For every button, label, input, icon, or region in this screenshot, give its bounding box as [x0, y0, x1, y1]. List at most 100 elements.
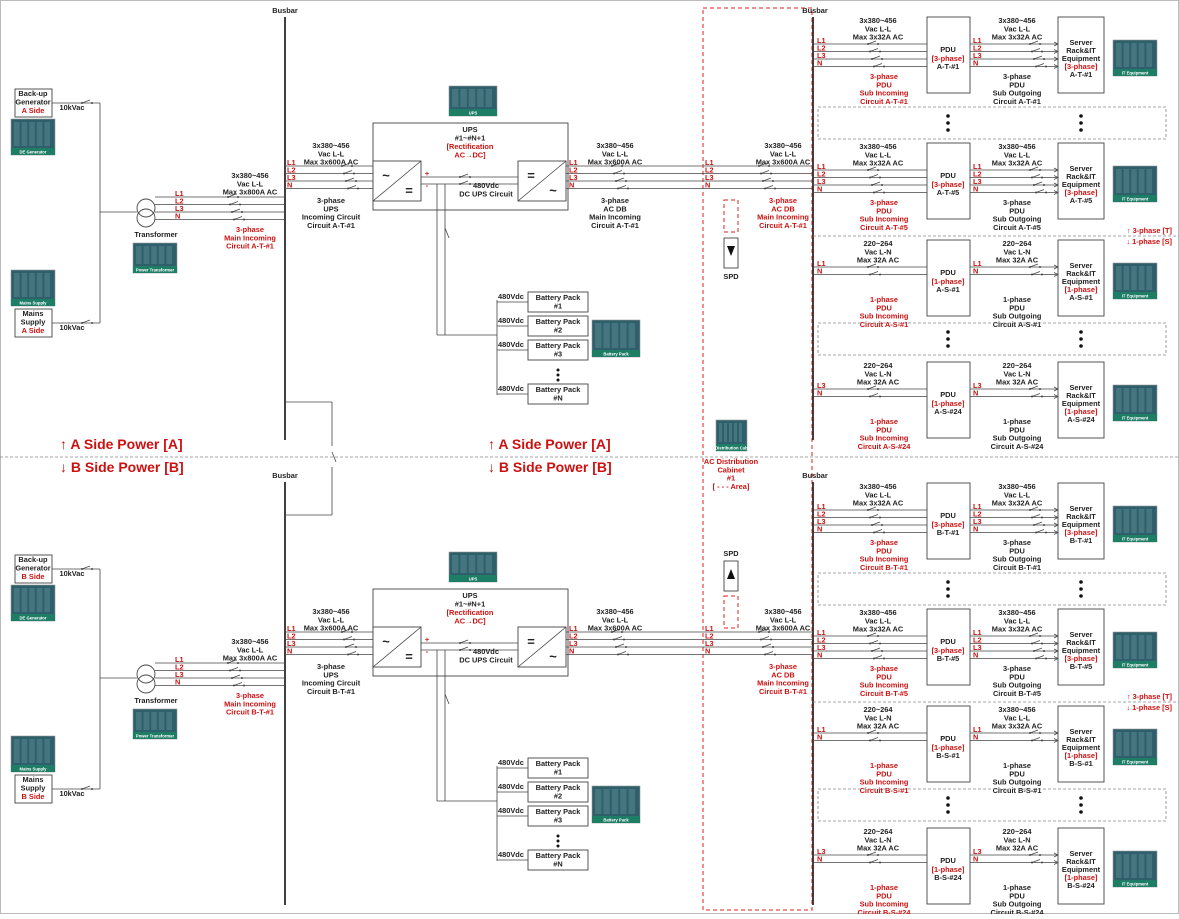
pdu-out-switch — [1029, 851, 1039, 856]
it-equipment-photo-detail — [1116, 732, 1122, 756]
spd-label: SPD — [723, 549, 739, 558]
cabinet-label: [ - - - Area] — [713, 482, 750, 491]
phase-label: N — [973, 733, 978, 742]
pdu-out-circuit: 1-phase — [1003, 883, 1031, 892]
it-equipment-photo-caption: IT Equipment — [1122, 293, 1149, 298]
it-equipment-photo-detail — [1146, 169, 1152, 193]
phase-label: L1 — [973, 36, 982, 45]
pdu-in-switch — [877, 266, 879, 268]
pdu-in-circuit: Sub Incoming — [860, 555, 909, 564]
it-equipment-photo-detail — [1146, 732, 1152, 756]
inverter-dc-symbol: = — [527, 634, 535, 649]
phase-label: N — [973, 651, 978, 660]
pdu-in-circuit: PDU — [876, 546, 892, 555]
ups-in-circuit: Circuit B-T-#1 — [307, 687, 355, 696]
ups-in-circuit: UPS — [323, 670, 338, 679]
it-equipment-photo-detail — [1131, 388, 1137, 412]
spd-switches — [723, 199, 739, 233]
phase-label: L3 — [175, 204, 184, 213]
pdu-label: PDU — [940, 856, 956, 865]
mains-label: Mains — [23, 775, 44, 784]
mains-label: Mains — [23, 309, 44, 318]
phase-label: N — [817, 267, 822, 276]
ups-out-switch — [627, 187, 629, 190]
ups-rectification: [Rectification — [447, 142, 494, 151]
it-equipment-photo-detail — [1146, 266, 1152, 290]
dc-ups-circuit: 480Vdc — [473, 647, 499, 656]
pdu-out-spec: 3x380~456 — [998, 482, 1035, 491]
phase-label: L1 — [817, 162, 826, 171]
generator-label: Back-up — [18, 89, 48, 98]
ups-out-switch — [611, 628, 621, 633]
inverter-ac-symbol: ~ — [549, 183, 557, 198]
pdu-out-spec: Vac L-L — [1004, 150, 1031, 159]
battery-photo-detail — [628, 323, 635, 348]
pdu-in-circuit: Circuit B-S-#24 — [858, 908, 912, 914]
ellipsis-dot — [1079, 810, 1083, 814]
mains-side-label: B Side — [22, 792, 45, 801]
phase-label: L1 — [817, 725, 826, 734]
ups-out-switch — [621, 631, 623, 633]
transformer-photo-caption-bg — [133, 266, 177, 273]
acdb-switch — [764, 185, 774, 189]
pdu-box — [926, 608, 971, 686]
pdu-out-switch — [1043, 58, 1045, 60]
phase-label: N — [973, 185, 978, 194]
transformer-photo-caption: Power Transformer — [136, 267, 175, 272]
ups-in-circuit: Incoming Circuit — [302, 213, 361, 222]
transformer-photo-detail — [158, 246, 165, 264]
phase-label: N — [973, 59, 978, 68]
transformer-photo-detail — [166, 712, 172, 730]
server-box — [1057, 482, 1105, 560]
phase-label: L3 — [817, 51, 826, 60]
server-id: A-T-#1 — [1070, 70, 1093, 79]
phase-label: L2 — [973, 636, 982, 645]
phase-divider-up: ↑ 3-phase [T] — [1127, 692, 1173, 701]
pdu-in-circuit: Circuit A-T-#1 — [860, 97, 908, 106]
transformer-label: Transformer — [134, 230, 177, 239]
pdu-in-spec: Max 32A AC — [857, 844, 900, 853]
it-equipment-photo-detail — [1123, 509, 1130, 533]
ups-out-switch — [615, 177, 625, 182]
acdb-switch — [762, 177, 772, 182]
ups-out-circuit: 3-phase — [601, 196, 629, 205]
it-equipment-photo-detail — [1138, 169, 1145, 193]
pdu-out-circuit: Circuit B-T-#5 — [993, 689, 1041, 698]
ac-distribution-cabinet-area — [702, 7, 813, 911]
pdu-in-spec: 3x380~456 — [859, 16, 896, 25]
pdu-out-arrow — [1053, 167, 1059, 173]
server-label: Equipment — [1062, 54, 1101, 63]
main-incoming-switch — [243, 684, 245, 687]
phase-label: L2 — [973, 510, 982, 519]
mains-photo-detail — [21, 273, 28, 297]
pdu-out-switch — [1035, 655, 1045, 659]
pdu-in-circuit: Sub Incoming — [860, 434, 909, 443]
server-label: Equipment — [1062, 399, 1101, 408]
battery-photo-detail — [628, 789, 635, 814]
pdu-in-switch — [867, 506, 877, 511]
transformer-label: Transformer — [134, 696, 177, 705]
main-incoming-circuit: Main Incoming — [224, 699, 276, 708]
pdu-out-switch — [1039, 43, 1041, 45]
battery-voltage: 480Vdc — [498, 316, 524, 325]
pdu-out-switch — [1039, 854, 1041, 856]
server-phase: [3-phase] — [1065, 62, 1098, 71]
pdu-out-arrow — [1053, 515, 1059, 520]
server-id: A-S-#24 — [1067, 415, 1095, 424]
pdu-out-switch — [1041, 516, 1043, 519]
main-incoming-switch — [237, 662, 239, 664]
acdb-switch — [760, 170, 770, 174]
ups-photo-detail — [477, 89, 484, 107]
acdb-switch — [774, 187, 776, 190]
pdu-in-circuit: Sub Incoming — [860, 681, 909, 690]
ups-out-circuit: AC DB — [603, 204, 626, 213]
pdu-id: A-S-#24 — [934, 407, 962, 416]
pdu-out-switch — [1035, 189, 1045, 193]
generator-photo: DE Generator — [10, 584, 56, 622]
dc-link-switch — [459, 180, 469, 185]
server-box — [1057, 827, 1105, 905]
pdu-in-spec: Vac L-L — [865, 150, 892, 159]
pdu-out-switch — [1031, 737, 1041, 741]
pdu-in-switch — [877, 509, 879, 511]
battery-photo-detail — [595, 789, 602, 814]
